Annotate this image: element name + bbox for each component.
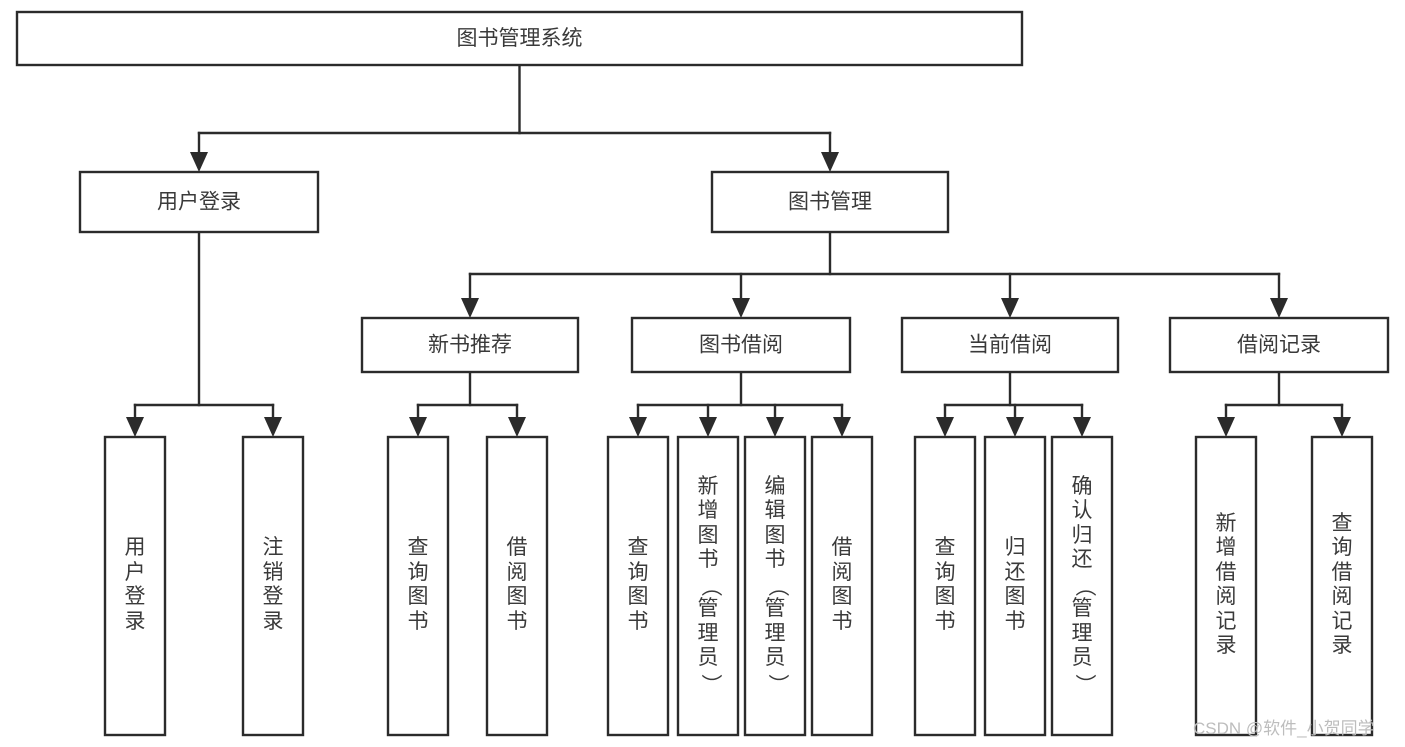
node-root[interactable]: 图书管理系统 [15, 10, 1024, 67]
node-box-book-borrow[interactable] [630, 316, 852, 374]
arrow-down-icon-borrow-edit-book [766, 417, 784, 437]
node-new-book-recommend[interactable]: 新书推荐 [360, 316, 580, 374]
connector-layer [126, 63, 1351, 437]
node-records-add-record[interactable] [1194, 435, 1258, 737]
node-label-book-management: 图书管理 [788, 191, 872, 214]
node-box-current-confirm-return[interactable] [1050, 435, 1114, 737]
node-current-confirm-return[interactable] [1050, 435, 1114, 737]
node-records-query-record[interactable] [1310, 435, 1374, 737]
node-borrow-edit-book[interactable] [743, 435, 807, 737]
node-box-records-add-record[interactable] [1194, 435, 1258, 737]
node-user-login-login[interactable] [103, 435, 167, 737]
arrow-down-icon-new-book-recommend [461, 298, 479, 318]
arrow-down-icon-records-add-record [1217, 417, 1235, 437]
node-box-recommend-borrow-book[interactable] [485, 435, 549, 737]
node-current-return-book[interactable] [983, 435, 1047, 737]
arrow-down-icon-book-borrow [732, 298, 750, 318]
node-borrow-add-book[interactable] [676, 435, 740, 737]
node-box-recommend-query-book[interactable] [386, 435, 450, 737]
node-box-user-login[interactable] [78, 170, 320, 234]
arrow-down-icon-borrow-add-book [699, 417, 717, 437]
node-label-borrow-records: 借阅记录 [1237, 334, 1321, 357]
node-box-book-management[interactable] [710, 170, 950, 234]
node-borrow-records[interactable]: 借阅记录 [1168, 316, 1390, 374]
node-box-borrow-records[interactable] [1168, 316, 1390, 374]
node-label-new-book-recommend: 新书推荐 [428, 334, 512, 357]
arrow-down-icon-user-login-logout [264, 417, 282, 437]
arrow-down-icon-current-return-book [1006, 417, 1024, 437]
node-label-book-borrow: 图书借阅 [699, 334, 783, 357]
node-current-borrow[interactable]: 当前借阅 [900, 316, 1120, 374]
node-book-borrow[interactable]: 图书借阅 [630, 316, 852, 374]
node-box-borrow-add-book[interactable] [676, 435, 740, 737]
arrow-down-icon-user-login [190, 152, 208, 172]
node-box-borrow-query-book[interactable] [606, 435, 670, 737]
arrow-down-icon-current-confirm-return [1073, 417, 1091, 437]
node-current-query-book[interactable] [913, 435, 977, 737]
node-borrow-query-book[interactable] [606, 435, 670, 737]
node-box-borrow-edit-book[interactable] [743, 435, 807, 737]
arrow-down-icon-current-query-book [936, 417, 954, 437]
node-box-user-login-logout[interactable] [241, 435, 305, 737]
node-box-root[interactable] [15, 10, 1024, 67]
node-box-user-login-login[interactable] [103, 435, 167, 737]
node-box-current-borrow[interactable] [900, 316, 1120, 374]
node-user-login-logout[interactable] [241, 435, 305, 737]
node-box-records-query-record[interactable] [1310, 435, 1374, 737]
node-box-current-return-book[interactable] [983, 435, 1047, 737]
node-label-user-login: 用户登录 [157, 191, 241, 214]
node-recommend-borrow-book[interactable] [485, 435, 549, 737]
node-label-current-borrow: 当前借阅 [968, 334, 1052, 357]
node-recommend-query-book[interactable] [386, 435, 450, 737]
node-box-current-query-book[interactable] [913, 435, 977, 737]
node-box-new-book-recommend[interactable] [360, 316, 580, 374]
arrow-down-icon-book-management [821, 152, 839, 172]
arrow-down-icon-recommend-borrow-book [508, 417, 526, 437]
arrow-down-icon-current-borrow [1001, 298, 1019, 318]
node-user-login[interactable]: 用户登录 [78, 170, 320, 234]
node-box-borrow-borrow-book[interactable] [810, 435, 874, 737]
node-book-management[interactable]: 图书管理 [710, 170, 950, 234]
node-borrow-borrow-book[interactable] [810, 435, 874, 737]
arrow-down-icon-borrow-records [1270, 298, 1288, 318]
arrow-down-icon-borrow-query-book [629, 417, 647, 437]
arrow-down-icon-user-login-login [126, 417, 144, 437]
arrow-down-icon-borrow-borrow-book [833, 417, 851, 437]
node-label-root: 图书管理系统 [457, 27, 583, 50]
arrow-down-icon-recommend-query-book [409, 417, 427, 437]
arrow-down-icon-records-query-record [1333, 417, 1351, 437]
